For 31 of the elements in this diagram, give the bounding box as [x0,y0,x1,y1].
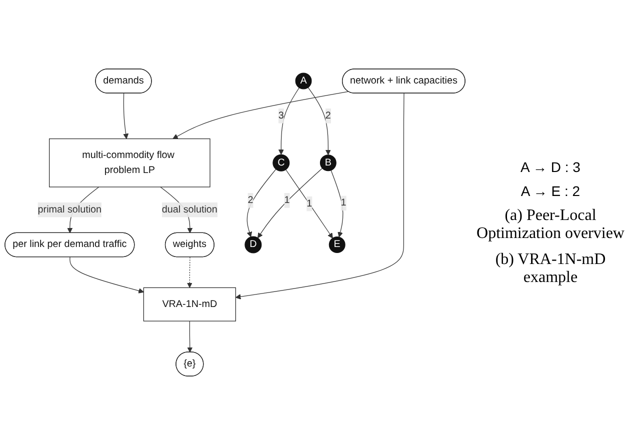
arrow [246,169,276,238]
arrow [286,170,333,239]
arrow [187,321,193,353]
edge-label: 3 [278,110,284,122]
node-box: multi-commodity flow problem LP [49,138,210,188]
caption: (a) Peer-Local Optimization overview [476,207,626,243]
edge-label: 1 [306,198,312,210]
arrow [172,92,349,140]
edge-label: 1 [340,198,346,209]
node-circle: C [272,154,290,172]
arrow [123,94,129,140]
caption: (b) VRA-1N-mD example [494,251,607,287]
node-circle: B [320,155,336,172]
note: A → E : 2 [520,183,582,199]
edge-label: 1 [284,195,290,206]
arrow [258,168,323,239]
arrow [308,88,331,156]
arrow [186,257,192,288]
note: A → D : 3 [520,159,582,175]
edge-label: 2 [248,195,254,206]
node-box: VRA-1N-mD [143,288,236,322]
node-circle: D [244,236,262,254]
edge-label: dual solution [162,204,218,216]
arrow [70,257,144,294]
edge-label: primal solution [38,204,102,216]
arrow [235,94,404,300]
arrow [330,170,344,238]
node-circle: E [328,237,346,254]
arrow [278,88,300,156]
edge-label: 2 [325,110,331,122]
node-circle: A [295,73,312,90]
